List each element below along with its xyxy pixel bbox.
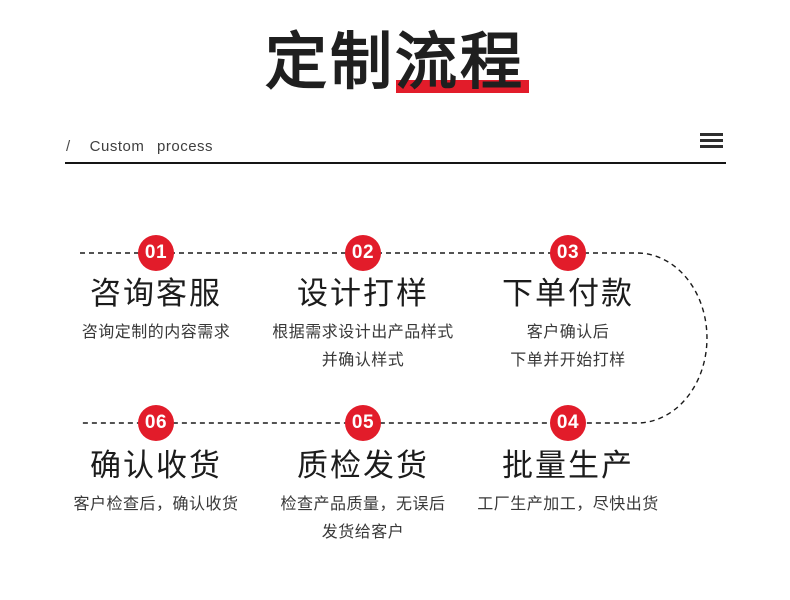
step-description: 客户检查后，确认收货 (73, 496, 239, 513)
step-04: 批量生产 工厂生产加工，尽快出货 (438, 448, 698, 519)
step-02: 设计打样 根据需求设计出产品样式 并确认样式 (233, 276, 493, 375)
step-description: 客户确认后 下单并开始打样 (510, 324, 626, 369)
menu-icon (700, 133, 723, 148)
step-title: 质检发货 (297, 448, 429, 483)
section-subtitle: / Custom process (66, 138, 213, 155)
step-description: 工厂生产加工，尽快出货 (477, 496, 659, 513)
header-divider (65, 162, 726, 164)
step-number-badge-01: 01 (138, 235, 174, 271)
step-title: 咨询客服 (90, 276, 222, 311)
step-number-badge-03: 03 (550, 235, 586, 271)
step-description: 检查产品质量，无误后 发货给客户 (280, 496, 446, 541)
step-title: 下单付款 (502, 276, 634, 311)
step-number-badge-06: 06 (138, 405, 174, 441)
step-06: 确认收货 客户检查后，确认收货 (26, 448, 286, 519)
step-01: 咨询客服 咨询定制的内容需求 (26, 276, 286, 347)
step-title: 批量生产 (502, 448, 634, 483)
step-title: 设计打样 (297, 276, 429, 311)
page-title-part1: 定制 (264, 28, 395, 97)
step-title: 确认收货 (90, 448, 222, 483)
subtitle-text: Custom process (89, 138, 214, 155)
page-title-part2: 流程 (395, 28, 530, 97)
step-03: 下单付款 客户确认后 下单并开始打样 (438, 276, 698, 375)
step-description: 咨询定制的内容需求 (81, 324, 231, 341)
step-number-badge-05: 05 (345, 405, 381, 441)
page-title-part2-text: 流程 (395, 28, 526, 97)
step-05: 质检发货 检查产品质量，无误后 发货给客户 (233, 448, 493, 547)
subtitle-slash: / (66, 138, 71, 155)
step-number-badge-04: 04 (550, 405, 586, 441)
step-number-badge-02: 02 (345, 235, 381, 271)
step-description: 根据需求设计出产品样式 并确认样式 (272, 324, 454, 369)
page-title: 定制流程 (0, 28, 790, 97)
